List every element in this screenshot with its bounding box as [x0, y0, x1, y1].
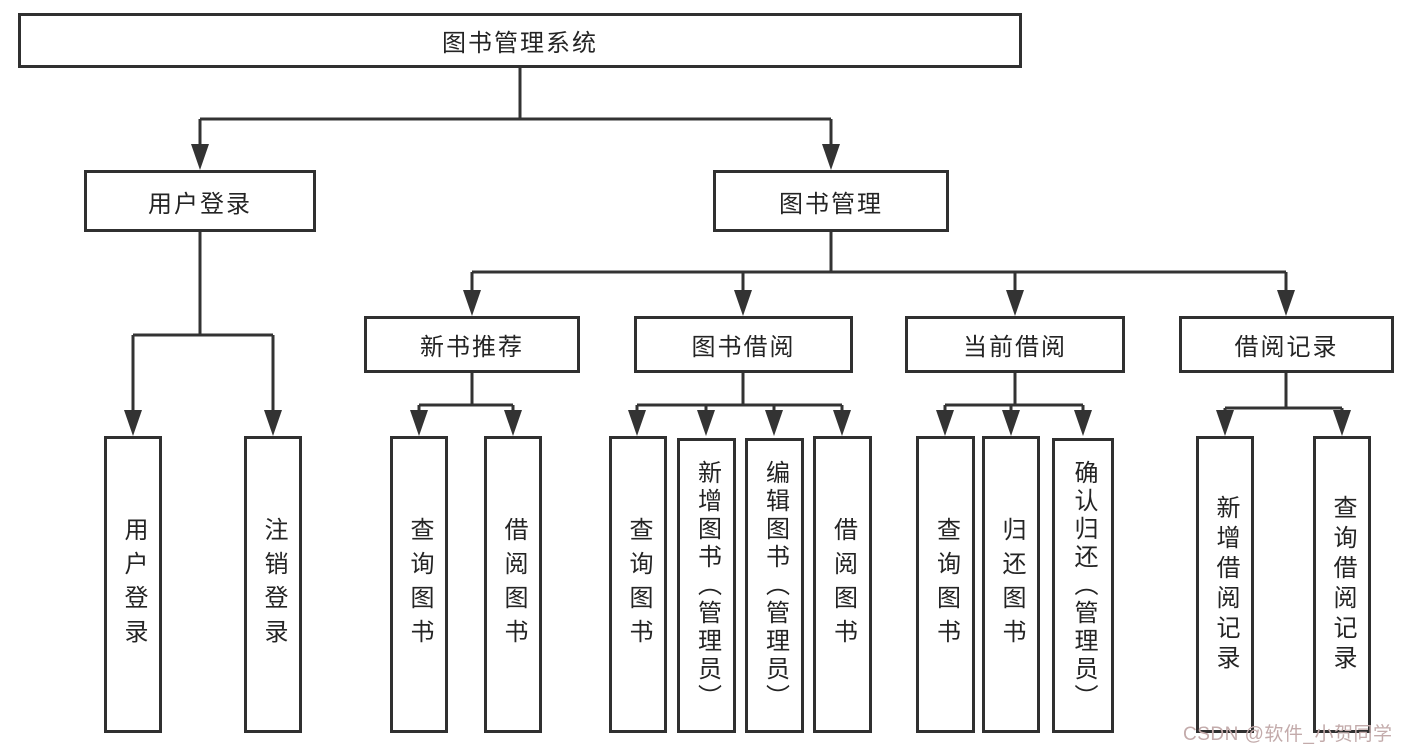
connector-borrow-records-children — [1223, 373, 1344, 412]
arrowhead-borrow-books-recommend — [504, 410, 522, 436]
leaf-confirm-return-admin-label: 确认归还（管理员） — [1070, 459, 1097, 712]
leaf-logout-login-label: 注销登录 — [260, 516, 287, 653]
leaf-borrow-books-label: 借阅图书 — [829, 516, 857, 653]
connector-book-management-children — [470, 232, 1288, 293]
leaf-query-books-current: 查询图书 — [916, 436, 975, 733]
node-user-login-label: 用户登录 — [148, 190, 252, 218]
leaf-add-book-admin: 新增图书（管理员） — [677, 438, 736, 733]
node-root-label: 图书管理系统 — [442, 30, 598, 57]
leaf-user-login: 用户登录 — [104, 436, 162, 733]
node-root: 图书管理系统 — [18, 13, 1022, 68]
node-borrow-records-label: 借阅记录 — [1234, 334, 1339, 361]
connector-current-borrow-children — [943, 373, 1085, 412]
connector-new-book-recommend-children — [417, 373, 515, 412]
leaf-add-borrow-record: 新增借阅记录 — [1196, 436, 1254, 733]
leaf-query-borrow-record-label: 查询借阅记录 — [1329, 494, 1356, 675]
arrowhead-edit-book-admin — [765, 410, 783, 436]
leaf-query-books-borrow-label: 查询图书 — [625, 516, 652, 653]
node-current-borrow: 当前借阅 — [905, 316, 1125, 373]
leaf-query-borrow-record: 查询借阅记录 — [1313, 436, 1371, 733]
leaf-return-books-label: 归还图书 — [998, 516, 1025, 653]
arrowhead-return-books — [1002, 410, 1020, 436]
node-book-management: 图书管理 — [713, 170, 949, 232]
node-book-management-label: 图书管理 — [779, 190, 883, 218]
leaf-add-borrow-record-label: 新增借阅记录 — [1212, 494, 1239, 675]
leaf-borrow-books-recommend: 借阅图书 — [484, 436, 542, 733]
leaf-query-books-recommend: 查询图书 — [390, 436, 448, 733]
watermark: CSDN @软件_小贺同学 — [1183, 724, 1393, 745]
node-new-book-recommend: 新书推荐 — [364, 316, 580, 373]
leaf-query-books-borrow: 查询图书 — [609, 436, 667, 733]
leaf-borrow-books-recommend-label: 借阅图书 — [500, 516, 527, 653]
node-book-borrow-label: 图书借阅 — [691, 334, 796, 361]
arrowhead-borrow-records — [1277, 290, 1295, 316]
arrowhead-book-management — [822, 144, 840, 170]
arrowhead-new-book-recommend — [463, 290, 481, 316]
connector-root-to-level2 — [198, 68, 833, 147]
leaf-edit-book-admin-label: 编辑图书（管理员） — [761, 459, 789, 712]
arrowhead-user-login — [191, 144, 209, 170]
node-book-borrow: 图书借阅 — [634, 316, 853, 373]
leaf-query-books-recommend-label: 查询图书 — [406, 516, 433, 653]
connector-book-borrow-children — [635, 373, 844, 412]
leaf-confirm-return-admin: 确认归还（管理员） — [1052, 438, 1114, 733]
arrowhead-leaf-logout — [264, 410, 282, 436]
arrowhead-query-books-borrow — [628, 410, 646, 436]
leaf-edit-book-admin: 编辑图书（管理员） — [745, 438, 804, 733]
leaf-add-book-admin-label: 新增图书（管理员） — [693, 459, 721, 712]
leaf-return-books: 归还图书 — [982, 436, 1040, 733]
arrowhead-query-books-recommend — [410, 410, 428, 436]
arrowhead-add-borrow-record — [1216, 410, 1234, 436]
arrowhead-current-borrow — [1006, 290, 1024, 316]
node-new-book-recommend-label: 新书推荐 — [420, 334, 524, 361]
arrowhead-query-borrow-record — [1333, 410, 1351, 436]
leaf-borrow-books: 借阅图书 — [813, 436, 872, 733]
connector-user-login-children — [131, 232, 275, 412]
node-current-borrow-label: 当前借阅 — [963, 334, 1067, 361]
leaf-logout-login: 注销登录 — [244, 436, 302, 733]
arrowhead-borrow-books — [833, 410, 851, 436]
arrowhead-confirm-return-admin — [1074, 410, 1092, 436]
node-user-login: 用户登录 — [84, 170, 316, 232]
leaf-user-login-label: 用户登录 — [120, 516, 147, 653]
node-borrow-records: 借阅记录 — [1179, 316, 1394, 373]
leaf-query-books-current-label: 查询图书 — [932, 516, 960, 653]
arrowhead-add-book-admin — [697, 410, 715, 436]
arrowhead-leaf-user-login — [124, 410, 142, 436]
arrowhead-book-borrow — [734, 290, 752, 316]
arrowhead-query-books-current — [936, 410, 954, 436]
